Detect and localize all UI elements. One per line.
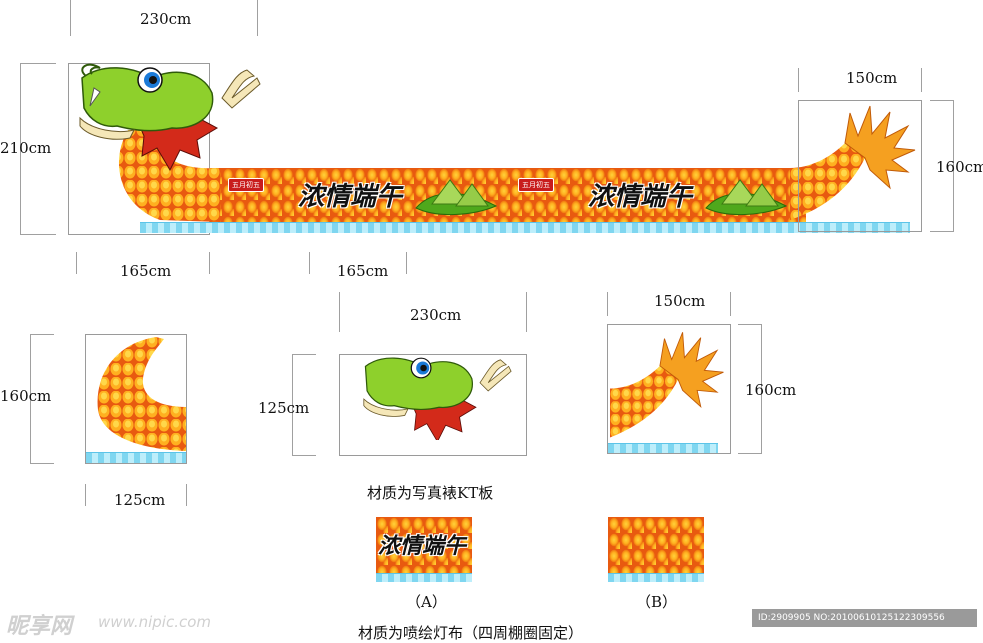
dim-label-head-height: 210cm bbox=[0, 139, 52, 157]
water-strip-b bbox=[608, 573, 704, 582]
watermark-id: ID:2909905 NO:20100610125122309556 bbox=[752, 609, 977, 627]
zongzi-icon-2 bbox=[705, 179, 788, 215]
dim-bracket-tail2-width bbox=[607, 292, 731, 316]
tail-bottom-svg bbox=[610, 332, 724, 438]
watermark-url: www.nipic.com bbox=[98, 613, 212, 631]
dim-bracket-seg-a bbox=[76, 252, 210, 274]
dim-label-tail-height: 160cm bbox=[936, 158, 983, 176]
banner-seal-1: 五月初五 bbox=[228, 178, 264, 192]
dragon-head-bottom-svg bbox=[363, 357, 512, 440]
tail-frame-bottom bbox=[607, 324, 731, 454]
dim-label-tail2-height: 160cm bbox=[745, 381, 797, 399]
dim-label-head2-height: 125cm bbox=[258, 399, 310, 417]
neck-scales-svg bbox=[97, 337, 186, 451]
dim-bracket-neck-height bbox=[30, 334, 54, 464]
dim-label-neck-height: 160cm bbox=[0, 387, 52, 405]
label-a: （A） bbox=[406, 593, 447, 611]
dim-bracket-seg-b bbox=[309, 252, 407, 274]
dim-bracket-tail-width bbox=[798, 68, 922, 92]
water-strip-tail bbox=[608, 443, 718, 453]
banner-seal-2: 五月初五 bbox=[518, 178, 554, 192]
dim-bracket-tail2-height bbox=[738, 324, 762, 454]
dim-bracket-neck-width bbox=[85, 484, 187, 506]
cloth-b-scales bbox=[608, 517, 704, 573]
banner-calligraphy-2: 浓情端午 bbox=[588, 182, 693, 212]
dim-bracket-head2-width bbox=[339, 292, 527, 332]
watermark-logo: 昵享网 bbox=[6, 614, 73, 639]
dim-label-tail2-width: 150cm bbox=[654, 292, 706, 310]
dim-bracket-tail-height bbox=[930, 100, 954, 232]
water-strip-a bbox=[376, 573, 472, 582]
neck-frame bbox=[85, 334, 187, 464]
dim-bracket-head-height bbox=[20, 63, 56, 235]
dim-label-head-width: 230cm bbox=[140, 10, 192, 28]
cloth-a-calligraphy: 浓情端午 bbox=[378, 533, 467, 559]
banner-calligraphy-1: 浓情端午 bbox=[298, 182, 403, 212]
dim-label-neck-width: 125cm bbox=[114, 491, 166, 509]
tail-frame-top bbox=[798, 100, 922, 232]
dragon-head-top-svg bbox=[79, 63, 261, 172]
dim-label-tail-width: 150cm bbox=[846, 69, 898, 87]
caption-material-kt: 材质为写真裱KT板 bbox=[367, 484, 494, 502]
dim-label-seg-a: 165cm bbox=[120, 262, 172, 280]
dim-label-seg-b: 165cm bbox=[337, 262, 389, 280]
dragon-tail-top-svg bbox=[790, 105, 916, 220]
zongzi-icon-1 bbox=[415, 179, 498, 215]
label-b: （B） bbox=[636, 593, 678, 611]
dim-bracket-head2-height bbox=[292, 354, 316, 456]
water-strip-top bbox=[140, 222, 910, 233]
head-frame-bottom bbox=[339, 354, 527, 456]
dim-label-head2-width: 230cm bbox=[410, 306, 462, 324]
boat-body-scales bbox=[210, 168, 806, 222]
dim-bracket-head-width bbox=[70, 0, 258, 36]
cloth-a-scales bbox=[376, 517, 472, 573]
caption-material-cloth: 材质为喷绘灯布（四周棚圈固定） bbox=[358, 624, 584, 642]
water-strip-neck bbox=[86, 452, 186, 463]
head-frame-top bbox=[68, 63, 210, 235]
